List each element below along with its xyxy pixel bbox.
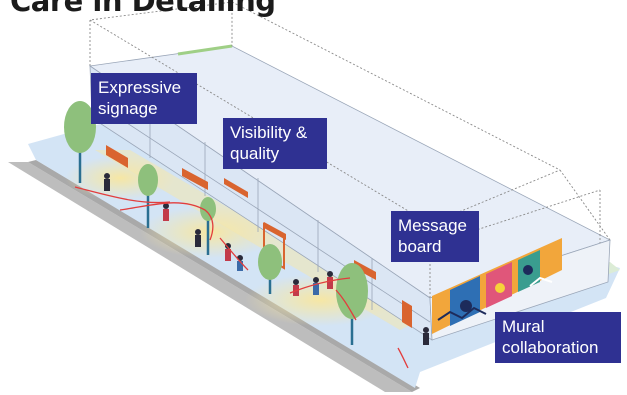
label-line: Expressive	[98, 78, 182, 97]
label-line: Mural	[502, 317, 545, 336]
mural-collaboration-label: Mural collaboration	[495, 312, 621, 363]
tree	[138, 164, 158, 228]
label-line: collaboration	[502, 338, 599, 357]
storefront-bays	[91, 99, 431, 323]
movement-paths	[74, 186, 409, 369]
label-line: signage	[98, 99, 158, 118]
tree	[200, 197, 216, 255]
roof-green-edge	[177, 44, 233, 56]
visibility-quality-label: Visibility & quality	[223, 118, 327, 169]
message-board-label: Message board	[391, 211, 479, 262]
storefront-signs	[106, 145, 412, 328]
tree	[336, 263, 368, 345]
expressive-signage-label: Expressive signage	[91, 73, 197, 124]
tree	[258, 244, 282, 294]
label-line: quality	[230, 144, 280, 163]
page-title: Care in Detailing	[10, 0, 276, 18]
massing-outline	[89, 1, 611, 298]
street-curb-edge	[28, 160, 420, 392]
label-line: Visibility &	[230, 123, 308, 142]
label-line: board	[398, 237, 442, 256]
tree	[64, 101, 96, 183]
label-line: Message	[398, 216, 467, 235]
street-curb	[8, 162, 412, 392]
mural	[432, 238, 562, 334]
street-trees	[64, 101, 368, 345]
